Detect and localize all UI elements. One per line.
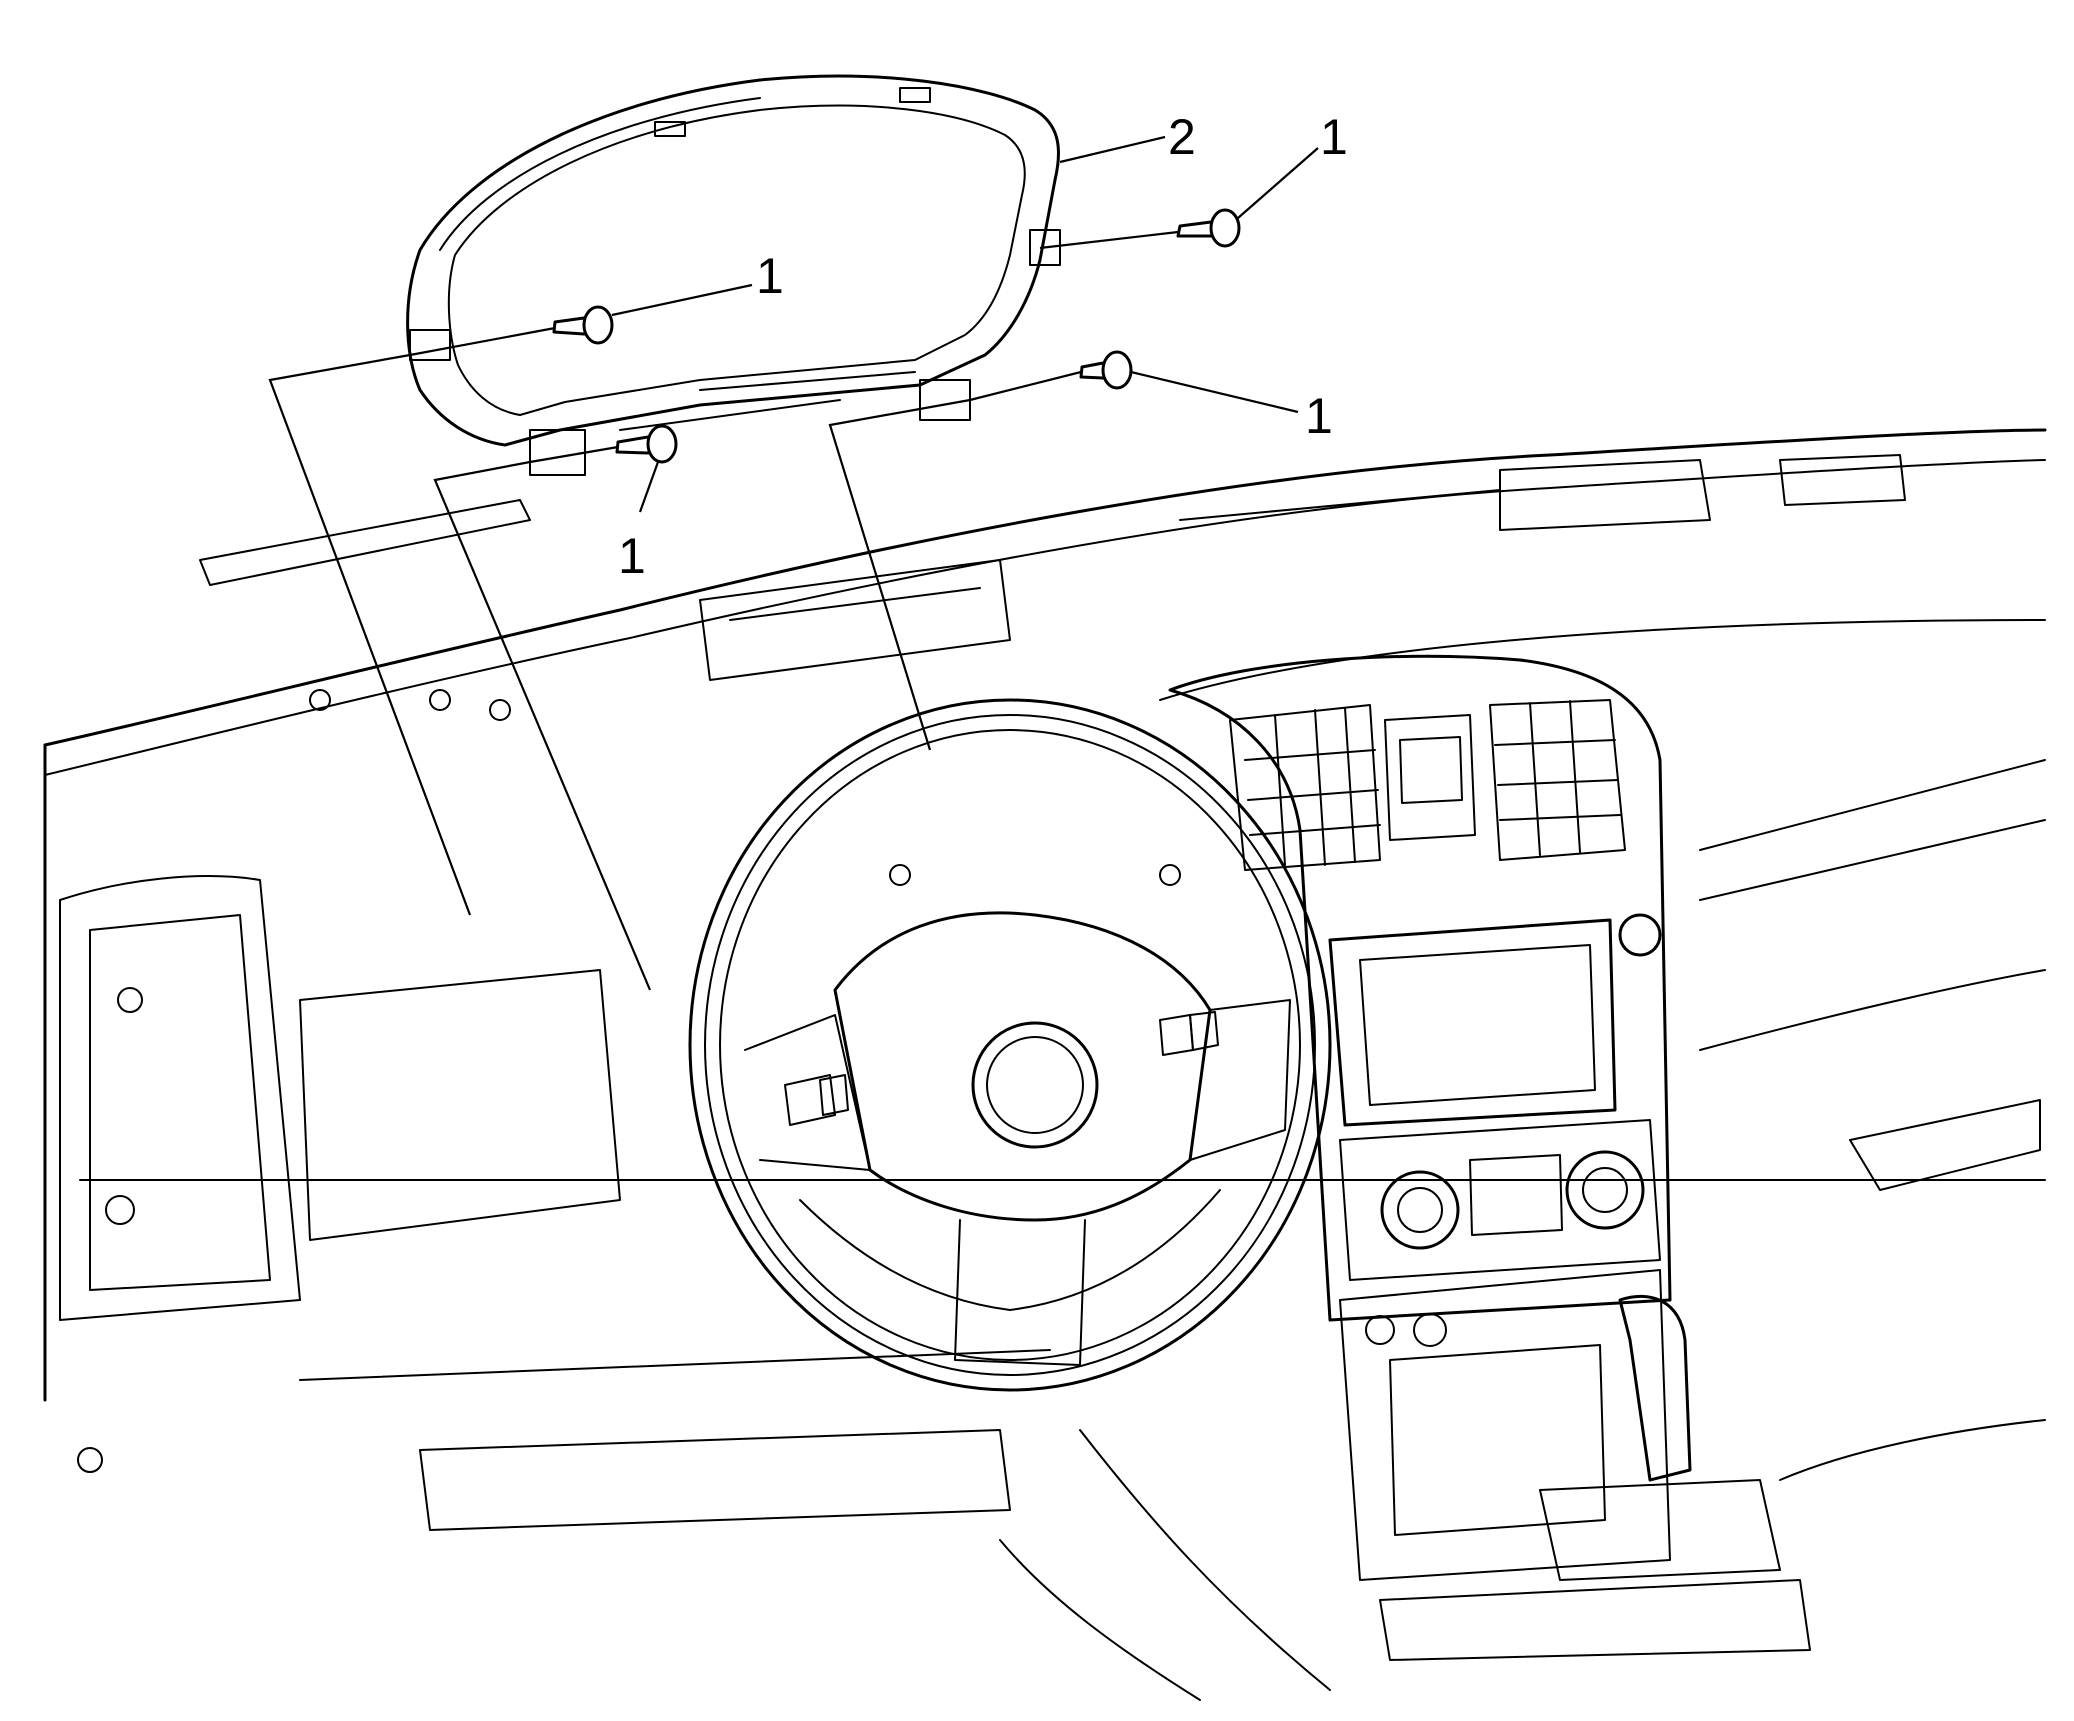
instrument-cluster — [406, 74, 1061, 476]
callout-labels: 1 2 1 1 1 — [618, 109, 1348, 584]
callout-1-right-top: 1 — [1320, 109, 1348, 165]
screw-left-lower — [615, 424, 678, 464]
guide-lines — [268, 230, 1179, 991]
callout-1-left-top: 1 — [756, 248, 784, 304]
callout-1-right-lower: 1 — [1305, 388, 1333, 444]
dashboard-panel — [43, 428, 2047, 1701]
steering-wheel — [688, 698, 1332, 1392]
center-stack — [1168, 654, 2046, 1661]
leader-lines — [611, 135, 1319, 513]
callout-1-left-lower: 1 — [618, 528, 646, 584]
screw-right-top — [1176, 208, 1241, 248]
screw-right-lower — [1079, 350, 1133, 390]
callout-2-instrument-cluster: 2 — [1168, 109, 1196, 165]
screw-left-top — [552, 305, 614, 345]
